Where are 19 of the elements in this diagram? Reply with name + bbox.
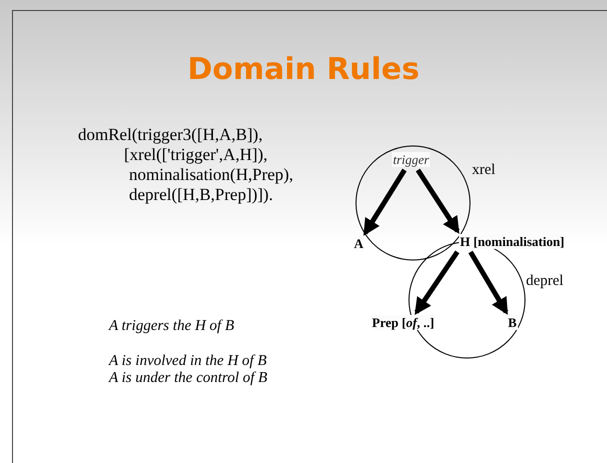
- node-label: H [nominalisation]: [459, 234, 566, 249]
- example-sentence: A is involved in the H of B: [109, 353, 267, 370]
- example-sentence: A is under the control of B: [109, 370, 268, 387]
- node-label: Prep [of, ..]: [371, 315, 436, 330]
- node-label: trigger: [392, 152, 430, 167]
- arrow: [416, 168, 460, 234]
- code-line: [xrel(['trigger',A,H]),: [124, 145, 268, 165]
- node-label: B: [507, 315, 518, 330]
- example-sentence: A triggers the H of B: [109, 318, 234, 335]
- relation-label: deprel: [526, 273, 564, 290]
- node-label: A: [353, 236, 364, 251]
- arrow: [414, 250, 460, 315]
- relation-label: xrel: [472, 162, 496, 179]
- code-line: deprel([H,B,Prep])]).: [129, 185, 273, 205]
- slide-title: Domain Rules: [186, 52, 421, 87]
- arrow: [468, 250, 508, 315]
- code-line: domRel(trigger3([H,A,B]),: [78, 125, 263, 145]
- arrow: [363, 168, 407, 236]
- code-line: nominalisation(H,Prep),: [129, 165, 294, 185]
